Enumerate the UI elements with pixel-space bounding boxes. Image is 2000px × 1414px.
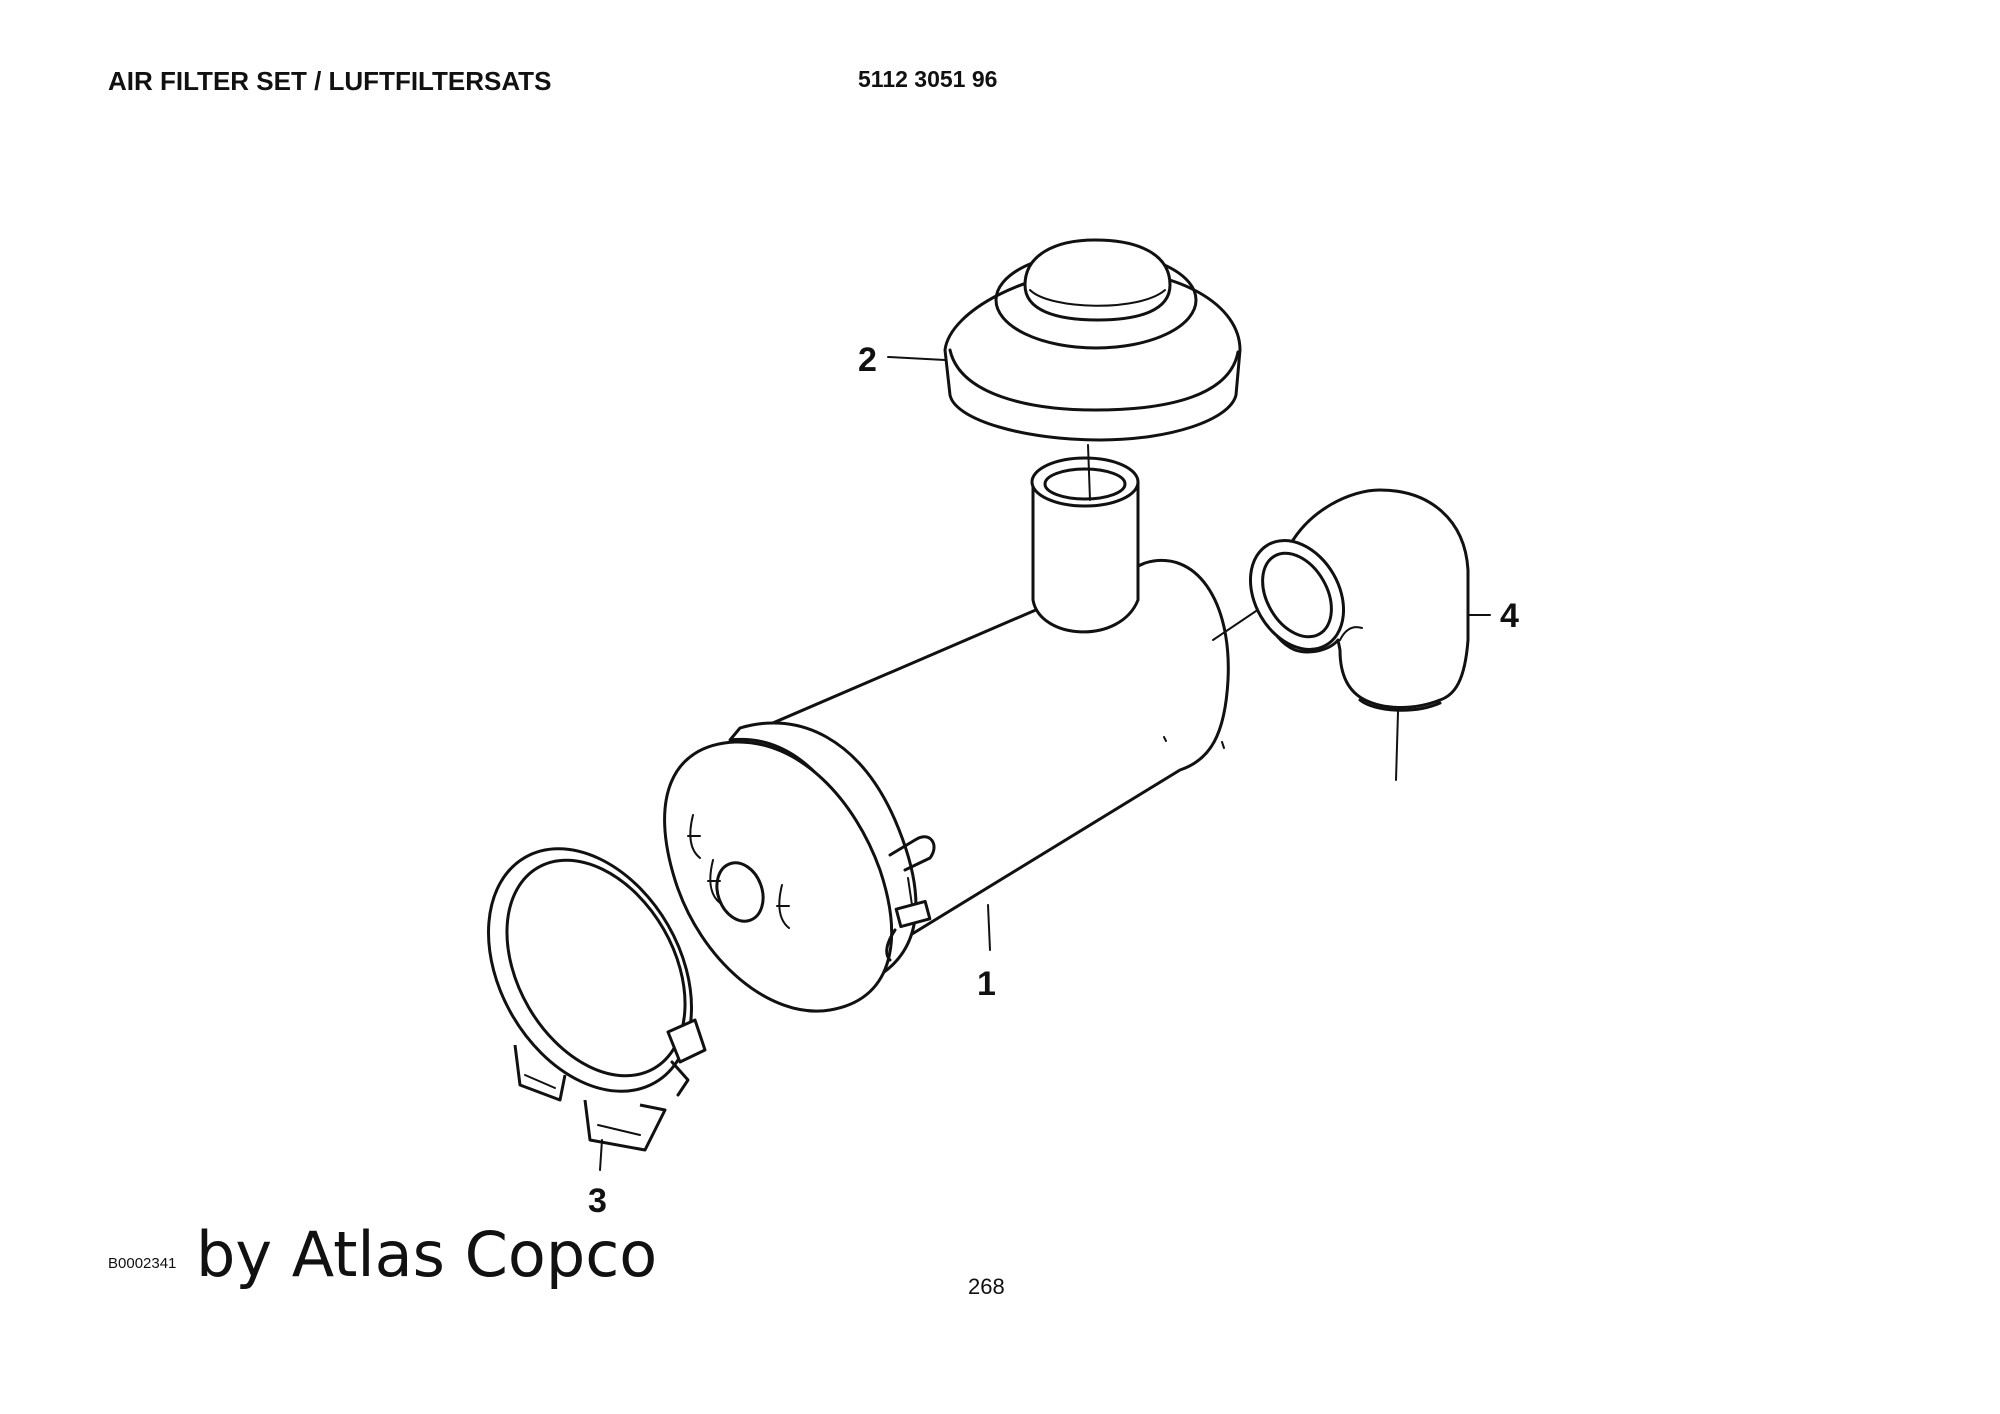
drawing-reference: B0002341	[108, 1255, 177, 1272]
callout-3: 3	[588, 1182, 607, 1220]
callout-2: 2	[858, 341, 877, 379]
page-title: AIR FILTER SET / LUFTFILTERSATS	[108, 66, 552, 96]
elbow-hose	[1248, 488, 1491, 781]
filter-housing	[663, 444, 1266, 1013]
part-number: 5112 3051 96	[858, 66, 998, 92]
page-number: 268	[968, 1274, 1005, 1299]
filter-cover	[887, 238, 1242, 442]
mounting-clamp	[487, 847, 707, 1171]
callout-4: 4	[1500, 597, 1519, 635]
callout-1: 1	[977, 965, 996, 1003]
watermark-text: by Atlas Copco	[196, 1218, 658, 1291]
